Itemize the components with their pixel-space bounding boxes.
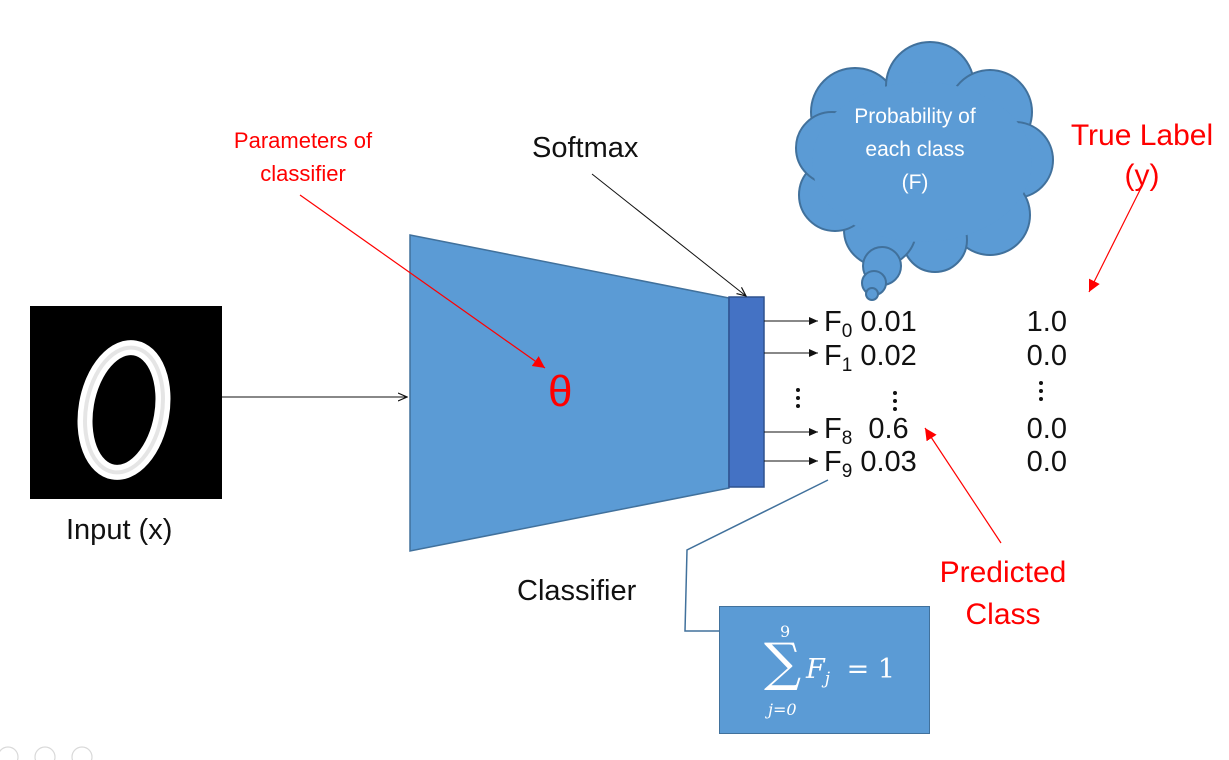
output-row-8: F8 0.6 (824, 413, 909, 450)
parameters-label: Parameters of classifier (218, 124, 388, 190)
parameters-label-line2: classifier (260, 161, 346, 186)
softmax-pointer (591, 173, 746, 296)
predicted-class-line1: Predicted (939, 556, 1067, 589)
output-sub-8: 8 (841, 428, 853, 449)
output-f-9: F (824, 446, 842, 478)
output-f-1: F (824, 340, 842, 372)
formula-callout-line (684, 479, 829, 632)
output-sub-9: 9 (841, 461, 853, 482)
true-value-1: 0.0 (1026, 340, 1067, 372)
input-image (30, 306, 222, 499)
true-label-line2: (y) (1124, 159, 1160, 192)
parameters-label-line1: Parameters of (233, 128, 373, 153)
input-label: Input (x) (66, 514, 173, 546)
sum-term-sub: j (824, 669, 831, 689)
classifier-shape (409, 234, 730, 552)
softmax-layer (728, 296, 765, 488)
cloud-label-line1: Probability of (854, 105, 976, 128)
output-row-0: F0 0.01 (824, 306, 917, 343)
classifier-label: Classifier (517, 575, 637, 607)
true-label: True Label (y) (1062, 116, 1222, 196)
probability-cloud (795, 41, 1054, 301)
sum-sigma: ∑ (764, 633, 802, 693)
theta-symbol: θ (548, 367, 573, 416)
output-row-1: F1 0.02 (824, 340, 917, 377)
output-row-9: F9 0.03 (824, 446, 917, 483)
predicted-class-line2: Class (965, 598, 1041, 631)
sum-upper-limit: 9 (780, 622, 791, 641)
sum-lower-limit: j=0 (768, 700, 797, 719)
softmax-label: Softmax (532, 132, 639, 164)
true-label-pointer (1088, 187, 1142, 293)
cloud-label-line2: each class (865, 138, 965, 161)
predicted-class-pointer (924, 427, 1002, 544)
output-pred-0: 0.01 (860, 306, 917, 338)
true-value-0: 1.0 (1026, 306, 1067, 338)
output-f-8: F (824, 413, 842, 445)
output-sub-1: 1 (841, 355, 853, 376)
cloud-label-line3: (F) (901, 171, 929, 194)
parameters-pointer (299, 194, 546, 369)
cloud-label: Probability of each class (F) (830, 100, 1000, 199)
true-label-line1: True Label (1070, 119, 1214, 152)
sum-formula-box: 9 ∑ j=0 Fj = 1 (719, 606, 930, 734)
sum-term: Fj = 1 (806, 654, 895, 689)
true-value-9: 0.0 (1026, 446, 1067, 478)
predicted-class-label: Predicted Class (928, 552, 1078, 636)
output-sub-0: 0 (841, 321, 853, 342)
output-f-0: F (824, 306, 842, 338)
sum-rhs: = 1 (846, 654, 895, 685)
watermark-icons (0, 746, 93, 760)
sum-term-f: F (806, 654, 825, 685)
true-value-8: 0.0 (1026, 413, 1067, 445)
output-pred-9: 0.03 (860, 446, 917, 478)
output-pred-1: 0.02 (860, 340, 917, 372)
output-pred-8: 0.6 (868, 413, 909, 445)
